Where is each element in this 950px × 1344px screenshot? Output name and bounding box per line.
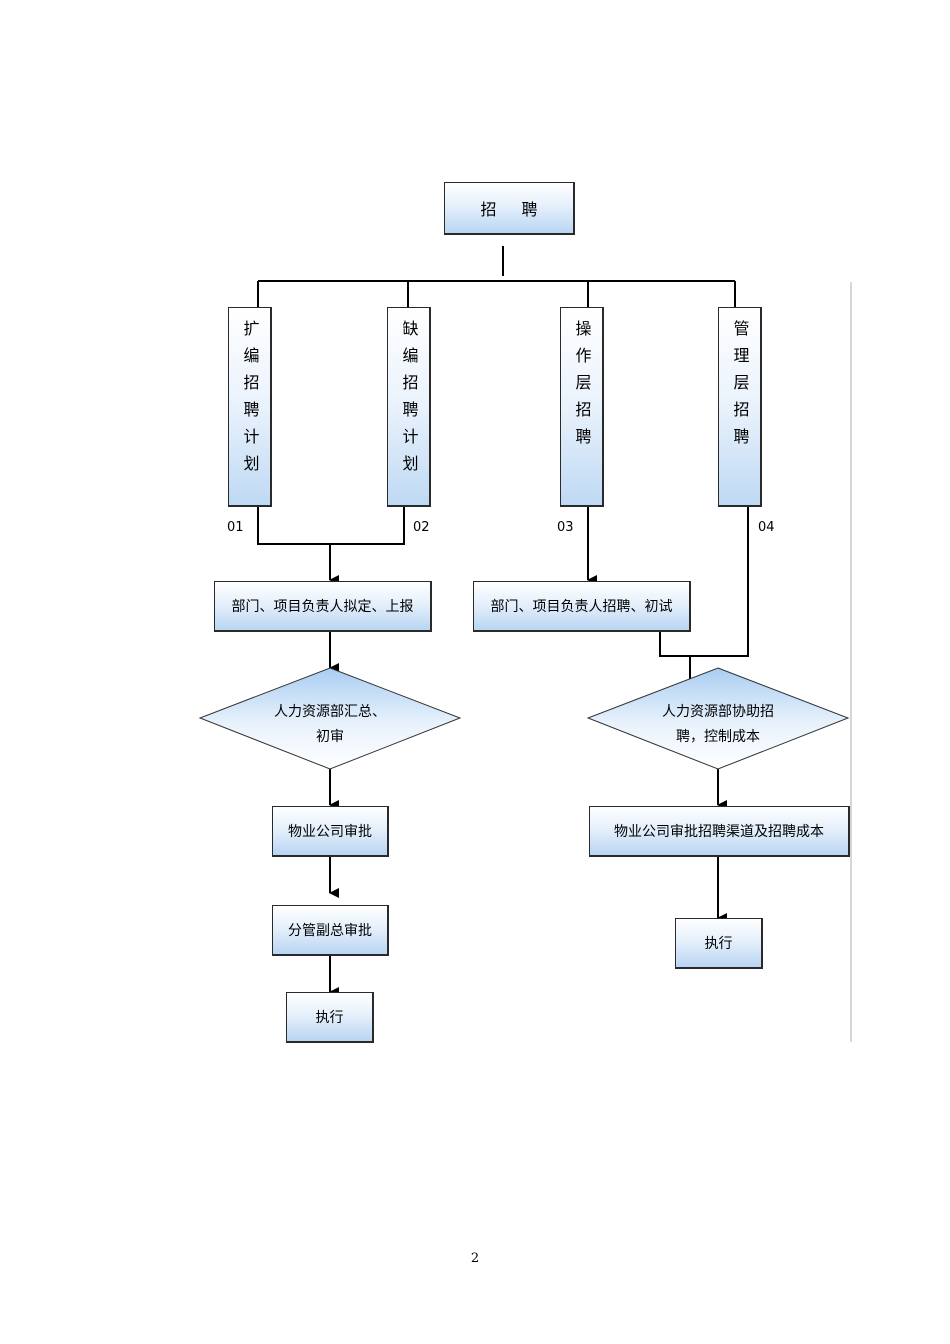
plan-expansion-box: 扩编招聘计划	[228, 307, 272, 507]
execute-right-box: 执行	[675, 918, 763, 969]
plan-management-label: 管理层招聘	[730, 320, 750, 455]
plan-operation-label: 操作层招聘	[572, 320, 592, 455]
company-approval-box: 物业公司审批	[272, 806, 389, 857]
recruitment-title-box: 招 聘	[444, 182, 575, 235]
channel-cost-approval-box: 物业公司审批招聘渠道及招聘成本	[589, 806, 850, 857]
plan-number-04: 04	[758, 520, 775, 535]
execute-right-label: 执行	[704, 936, 733, 952]
plan-number-01: 01	[227, 520, 244, 535]
draft-report-box: 部门、项目负责人拟定、上报	[214, 581, 432, 632]
page-number: 2	[470, 1251, 480, 1266]
vp-approval-label: 分管副总审批	[288, 923, 372, 939]
draft-report-label: 部门、项目负责人拟定、上报	[231, 599, 414, 615]
plan-expansion-label: 扩编招聘计划	[240, 320, 260, 482]
recruit-interview-box: 部门、项目负责人招聘、初试	[473, 581, 691, 632]
company-approval-label: 物业公司审批	[288, 824, 372, 840]
vp-approval-box: 分管副总审批	[272, 905, 389, 956]
hr-assist-diamond	[586, 667, 850, 770]
plan-vacancy-label: 缺编招聘计划	[399, 320, 419, 482]
recruit-interview-label: 部门、项目负责人招聘、初试	[490, 599, 673, 615]
plan-management-box: 管理层招聘	[718, 307, 762, 507]
plan-number-02: 02	[413, 520, 430, 535]
channel-cost-approval-label: 物业公司审批招聘渠道及招聘成本	[614, 824, 824, 840]
plan-vacancy-box: 缺编招聘计划	[387, 307, 431, 507]
plan-number-03: 03	[557, 520, 574, 535]
execute-left-box: 执行	[286, 992, 374, 1043]
hr-assist-label: 人力资源部协助招 聘，控制成本	[662, 704, 774, 745]
plan-operation-box: 操作层招聘	[560, 307, 604, 507]
recruitment-title: 招 聘	[480, 200, 548, 219]
connector-04-and-recruit-to-hr	[659, 507, 749, 657]
hr-review-label: 人力资源部汇总、 初审	[274, 704, 386, 745]
connector-merge-01-02	[257, 507, 405, 545]
execute-left-label: 执行	[315, 1010, 344, 1026]
hr-review-diamond	[198, 667, 462, 770]
